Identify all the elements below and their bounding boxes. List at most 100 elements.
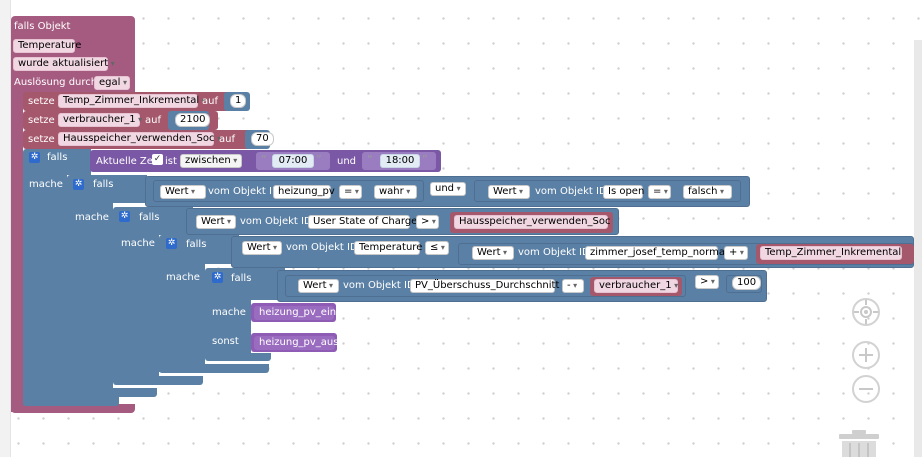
- if4-id[interactable]: Temperature: [354, 241, 422, 255]
- if3-gear-icon[interactable]: ✲: [119, 211, 130, 222]
- time-op: zwischen: [185, 155, 231, 166]
- if4-r-op-dropdown[interactable]: +: [724, 246, 748, 260]
- set-value-2[interactable]: 2100: [175, 113, 211, 127]
- if5-op-dropdown[interactable]: >: [695, 275, 719, 289]
- if3-var[interactable]: Hausspeicher_verwenden_Soc: [454, 215, 610, 229]
- if4-falls: falls: [186, 239, 207, 250]
- if4-r-var[interactable]: Temp_Zimmer_Inkremental: [760, 246, 902, 260]
- trigger-label: Auslösung durch: [14, 77, 98, 88]
- if2-a-attr-dropdown[interactable]: Wert: [160, 185, 206, 199]
- if4-op: ≤: [430, 242, 439, 253]
- if3-text: vom Objekt ID: [240, 216, 312, 227]
- if2-falls: falls: [93, 179, 114, 190]
- if2-a-op-dropdown[interactable]: =: [339, 185, 362, 199]
- if3-mache: mache: [121, 238, 155, 249]
- if5-mache: mache: [212, 307, 246, 318]
- if5-attr: Wert: [303, 280, 327, 291]
- if3-attr-dropdown[interactable]: Wert: [196, 215, 236, 229]
- set-var-dropdown-2[interactable]: verbraucher_1: [58, 113, 140, 127]
- time-op-dropdown[interactable]: zwischen: [180, 154, 242, 168]
- trigger-event-dropdown[interactable]: wurde aktualisiert: [13, 57, 108, 71]
- trigger-object-field[interactable]: Temperature: [13, 39, 81, 53]
- time-from-field[interactable]: 07:00: [272, 154, 314, 168]
- if4-gear-icon[interactable]: ✲: [166, 238, 177, 249]
- if5-minus: -: [567, 280, 571, 291]
- if5-footer: [205, 353, 271, 361]
- if4-mache: mache: [166, 272, 200, 283]
- quote-open-icon-2: “: [367, 153, 373, 166]
- if1-gear-icon[interactable]: ✲: [29, 152, 40, 163]
- if4-r-id[interactable]: zimmer_josef_temp_normal: [585, 246, 728, 260]
- if5-id[interactable]: PV_Überschuss_Durchschnitt: [410, 279, 559, 293]
- time-to-field[interactable]: 18:00: [380, 154, 420, 168]
- if2-b-op-dropdown[interactable]: =: [648, 185, 671, 199]
- if4-r-attr-dropdown[interactable]: Wert: [472, 246, 514, 260]
- set-to-1: auf: [202, 96, 218, 107]
- if2-footer: [67, 388, 157, 397]
- if2-gear-icon[interactable]: ✲: [73, 179, 84, 190]
- if5-attr-dropdown[interactable]: Wert: [298, 279, 339, 293]
- time-checkbox-icon[interactable]: ✓: [152, 154, 163, 165]
- if2-a-attr: Wert: [165, 186, 189, 197]
- time-label: Aktuelle Zeit: [96, 156, 160, 167]
- trigger-event-value: wurde aktualisiert: [18, 58, 109, 69]
- workspace-scrollbar[interactable]: [914, 40, 922, 457]
- if5-var: verbraucher_1: [599, 280, 672, 291]
- call-ein-label: heizung_pv_ein: [254, 306, 336, 320]
- if2-mache: mache: [75, 212, 109, 223]
- if3-footer: [113, 376, 203, 385]
- if5-var-dropdown[interactable]: verbraucher_1: [594, 279, 678, 293]
- quote-close-icon-2: ”: [422, 153, 428, 166]
- if1-footer: [23, 396, 119, 406]
- if1-spine: [23, 175, 67, 405]
- quote-close-icon-1: ”: [316, 153, 322, 166]
- zoom-out-icon[interactable]: [852, 375, 880, 403]
- set-var-3: Hausspeicher_verwenden_Soc: [63, 133, 215, 144]
- if2-a-val-dropdown[interactable]: wahr: [374, 185, 417, 199]
- set-var-dropdown-3[interactable]: Hausspeicher_verwenden_Soc: [58, 132, 214, 146]
- set-keyword-2: setze: [28, 115, 55, 126]
- if5-falls: falls: [231, 273, 252, 284]
- set-to-3: auf: [219, 134, 235, 145]
- if2-b-attr-dropdown[interactable]: Wert: [488, 185, 530, 199]
- if5-text: vom Objekt ID: [343, 280, 415, 291]
- trigger-by-value: egal: [99, 77, 121, 88]
- zoom-in-icon[interactable]: [852, 341, 880, 369]
- if2-a-id[interactable]: heizung_pv: [273, 185, 335, 199]
- if2-b-id[interactable]: Is open: [603, 185, 644, 199]
- set-var-2: verbraucher_1: [63, 114, 136, 125]
- if2-spine: [67, 203, 113, 396]
- if3-spine: [113, 235, 159, 381]
- time-und: und: [337, 156, 357, 167]
- if4-footer: [159, 364, 269, 373]
- if3-op-dropdown[interactable]: >: [416, 215, 439, 229]
- if5-gear-icon[interactable]: ✲: [212, 272, 223, 283]
- if3-falls: falls: [139, 212, 160, 223]
- if5-minus-dropdown[interactable]: -: [562, 279, 584, 293]
- if4-r-text: vom Objekt ID: [518, 247, 590, 258]
- set-keyword-1: setze: [28, 96, 55, 107]
- if5-sonst: sonst: [212, 336, 239, 347]
- trash-icon[interactable]: [838, 430, 880, 457]
- if4-op-dropdown[interactable]: ≤: [425, 241, 449, 255]
- if1-mache: mache: [29, 179, 63, 190]
- set-value-3[interactable]: 70: [251, 132, 274, 146]
- if5-value[interactable]: 100: [732, 276, 762, 290]
- if2-und: und: [435, 183, 455, 194]
- if4-attr-dropdown[interactable]: Wert: [242, 241, 282, 255]
- trigger-by-dropdown[interactable]: egal: [94, 76, 130, 90]
- trigger-title: falls Objekt: [14, 21, 71, 32]
- if4-attr: Wert: [247, 242, 271, 253]
- if2-und-dropdown[interactable]: und: [430, 182, 466, 196]
- if5-op: >: [700, 276, 709, 287]
- if3-op: >: [421, 216, 430, 227]
- set-value-1[interactable]: 1: [230, 94, 247, 108]
- if2-b-attr: Wert: [493, 186, 517, 197]
- if1-falls: falls: [47, 152, 68, 163]
- target-icon[interactable]: [852, 298, 880, 326]
- if2-b-op: =: [653, 186, 662, 197]
- set-var-dropdown-1[interactable]: Temp_Zimmer_Inkremental: [58, 94, 199, 108]
- if2-b-val: falsch: [688, 186, 718, 197]
- if3-id[interactable]: User State of Charge: [308, 215, 417, 229]
- if2-b-val-dropdown[interactable]: falsch: [683, 185, 732, 199]
